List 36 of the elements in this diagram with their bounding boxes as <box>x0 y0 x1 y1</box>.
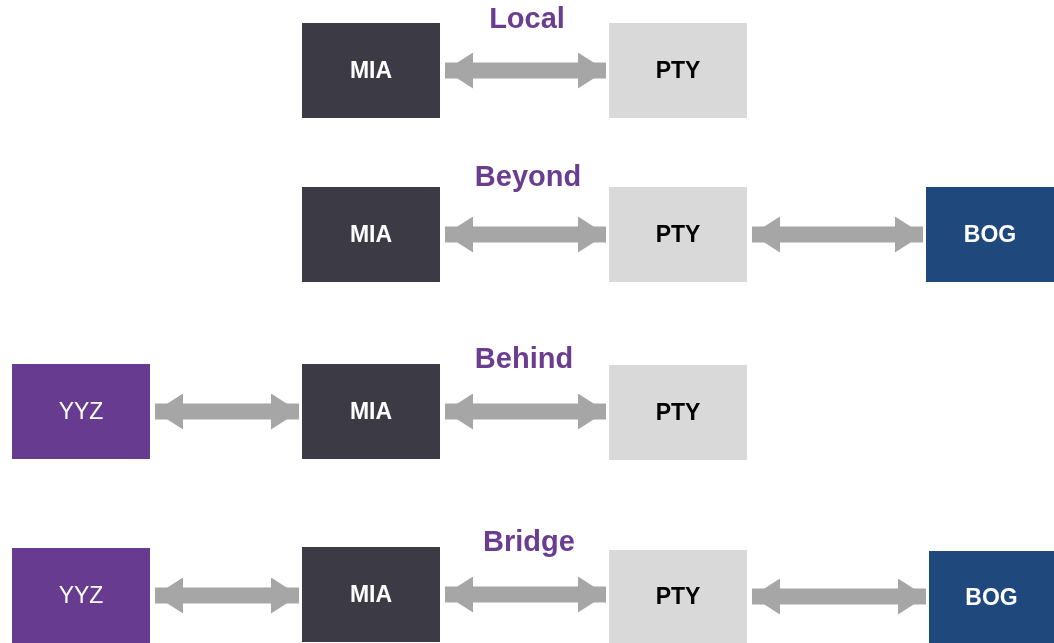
airport-box <box>609 365 747 460</box>
double-arrow <box>445 52 606 89</box>
row-heading: Local <box>489 2 565 35</box>
double-arrow <box>155 577 299 614</box>
airport-box <box>12 364 150 459</box>
row-heading: Bridge <box>483 525 575 558</box>
row-heading: Behind <box>474 342 574 375</box>
airport-box <box>302 23 440 118</box>
airport-box <box>609 187 747 282</box>
double-arrow <box>752 578 926 615</box>
airport-code: BOG <box>963 221 1017 248</box>
double-arrow <box>752 216 923 253</box>
airport-code: MIA <box>349 581 393 608</box>
airport-box <box>929 551 1054 643</box>
airport-box <box>302 187 440 282</box>
airport-box <box>12 548 150 643</box>
double-arrow <box>155 393 299 430</box>
double-arrow <box>445 216 606 253</box>
airport-code: BOG <box>965 583 1018 611</box>
airport-box <box>609 550 747 643</box>
row-heading: Beyond <box>474 160 582 193</box>
airport-code: PTY <box>655 583 701 610</box>
airport-code: PTY <box>655 221 701 248</box>
double-arrow <box>445 576 606 613</box>
airport-code: MIA <box>349 221 393 248</box>
airport-code: YYZ <box>58 582 104 609</box>
airport-code: PTY <box>655 399 701 426</box>
airport-code: PTY <box>655 57 701 84</box>
airport-code: MIA <box>349 57 393 84</box>
airport-box <box>302 547 440 642</box>
airport-box <box>609 23 747 118</box>
airport-box <box>926 187 1054 282</box>
double-arrow <box>445 393 606 430</box>
airport-code: MIA <box>349 398 393 425</box>
airport-code: YYZ <box>58 398 104 425</box>
airport-box <box>302 364 440 459</box>
